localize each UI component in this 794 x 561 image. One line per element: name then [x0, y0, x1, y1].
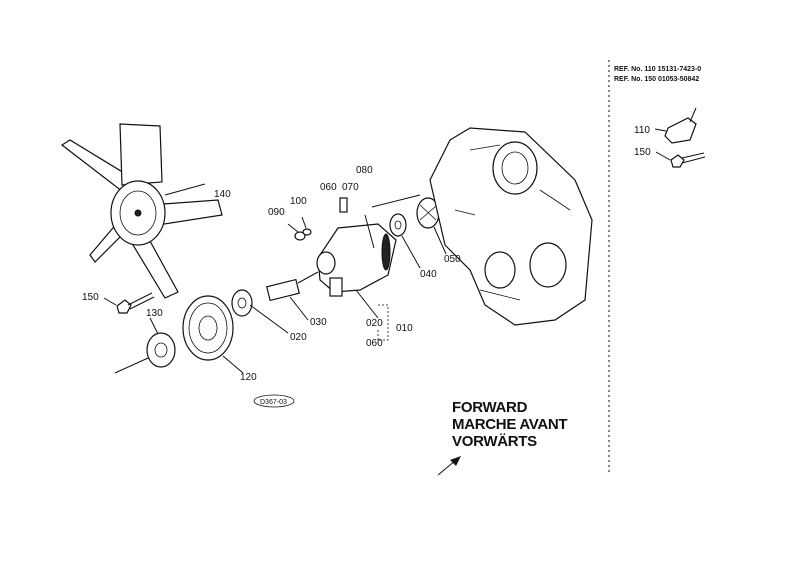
impeller-seal	[389, 197, 447, 269]
callout-120: 120	[240, 372, 257, 383]
inset-parts: 110 150	[634, 107, 706, 168]
group-bracket	[377, 304, 389, 343]
callout-labels: 140 150 130 120 020 030 090 100 060 070 …	[82, 165, 461, 383]
fan-bolt	[103, 292, 155, 314]
ref-line-110: REF. No. 110 15131-7423-0	[614, 66, 701, 73]
callout-070: 070	[342, 182, 359, 193]
callout-050: 050	[444, 254, 461, 265]
figure-code-text: D367-03	[260, 399, 287, 406]
reference-info: REF. No. 110 15131-7423-0 REF. No. 150 0…	[614, 66, 701, 83]
callout-110: 110	[634, 125, 650, 136]
direction-fr: MARCHE AVANT	[452, 416, 567, 433]
callout-150-left: 150	[82, 292, 99, 303]
callout-060-top: 060	[320, 182, 337, 193]
callout-020-shaft: 020	[290, 332, 307, 343]
pump-shaft	[231, 271, 319, 334]
figure-code: D367-03	[253, 394, 295, 408]
fan-assembly	[60, 123, 223, 299]
callout-040: 040	[420, 269, 437, 280]
ref-line-150: REF. No. 150 01053-50842	[614, 76, 699, 83]
engine-housing	[429, 127, 593, 326]
callout-140: 140	[214, 189, 231, 200]
seal-parts	[287, 216, 312, 241]
fan-pulley	[114, 295, 244, 374]
callout-020-body: 020	[366, 318, 383, 329]
callout-030: 030	[310, 317, 327, 328]
forward-direction: FORWARD MARCHE AVANT VORWÄRTS	[437, 399, 568, 476]
water-pump-body	[316, 194, 421, 319]
direction-de: VORWÄRTS	[452, 433, 537, 450]
callout-010: 010	[396, 323, 413, 334]
callout-090-left: 090	[268, 207, 285, 218]
direction-en: FORWARD	[452, 399, 528, 416]
forward-arrow-icon	[450, 456, 461, 466]
callout-060-body: 060	[366, 338, 383, 349]
callout-100: 100	[290, 196, 307, 207]
callout-150-inset: 150	[634, 147, 651, 158]
callout-130: 130	[146, 308, 163, 319]
callout-080: 080	[356, 165, 373, 176]
